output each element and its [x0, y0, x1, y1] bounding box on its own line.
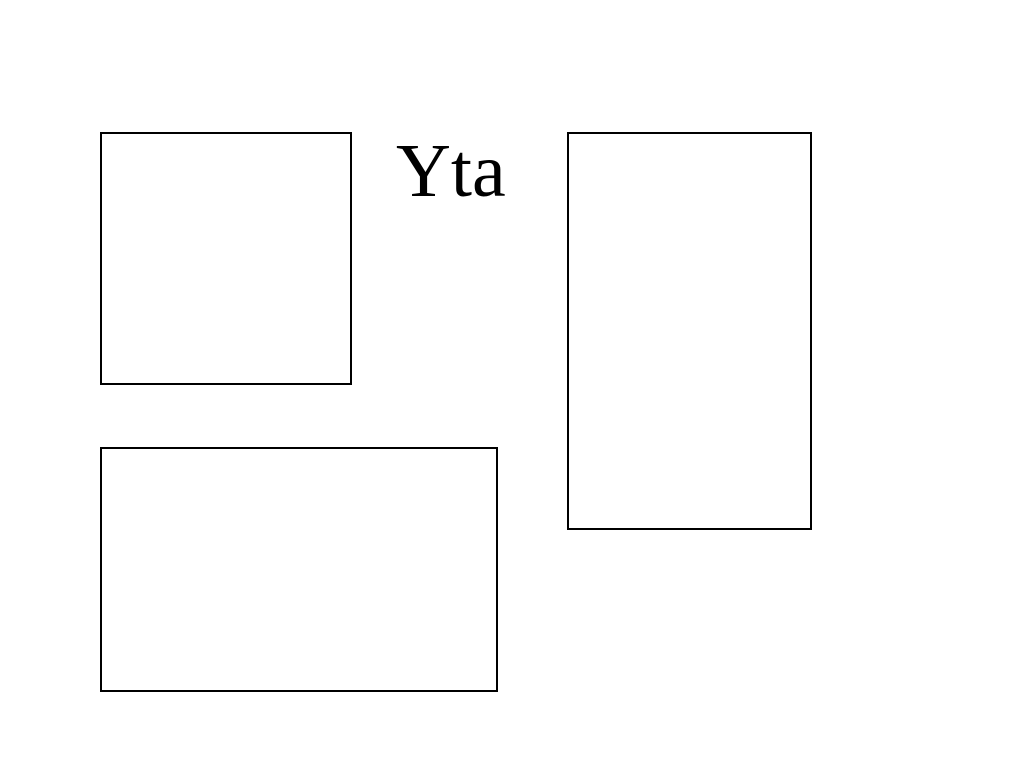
square-rectangle — [100, 132, 352, 385]
tall-rectangle — [567, 132, 812, 530]
wide-rectangle — [100, 447, 498, 692]
diagram-label: Yta — [396, 129, 506, 213]
